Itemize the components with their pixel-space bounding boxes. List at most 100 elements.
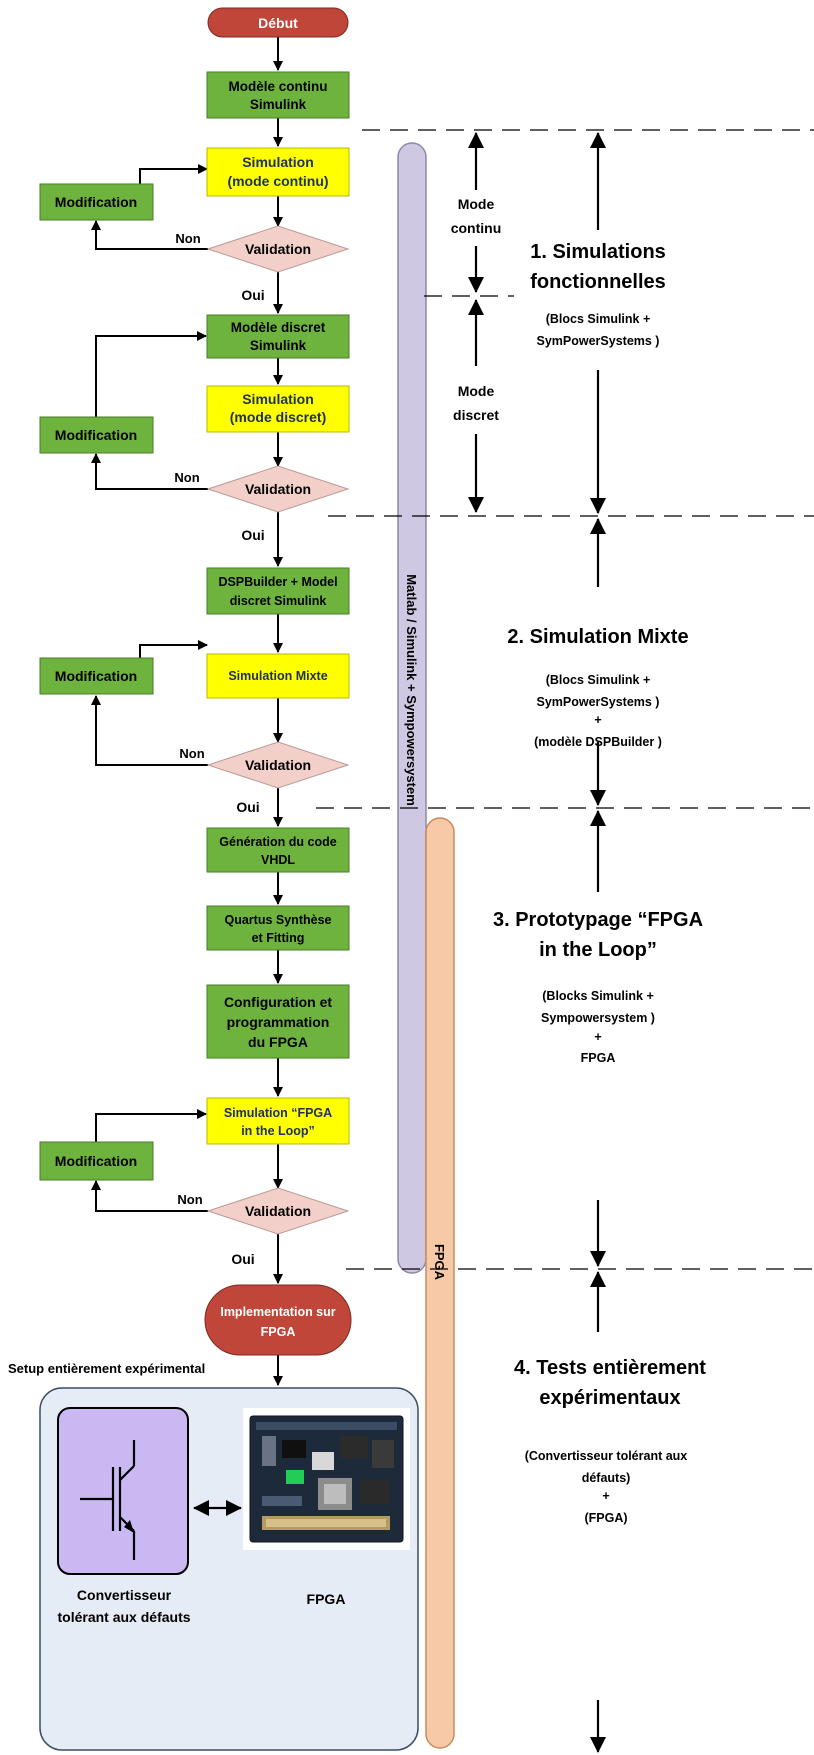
mode-continu-line1: Mode (458, 196, 495, 212)
dspbuilder-model-box (206, 567, 350, 615)
matlab-bar-label: Matlab / Simulink + Sympowersystem (404, 574, 419, 806)
flow-connectors (91, 37, 283, 1386)
validation-label-3: Validation (245, 757, 311, 773)
no-label-3: Non (179, 746, 204, 761)
modification-box-2 (39, 416, 154, 454)
sim-fil-box (206, 1097, 350, 1145)
quartus-line2: et Fitting (252, 931, 305, 945)
sim-discrete-line1: Simulation (242, 391, 314, 407)
yes-label-2: Oui (241, 527, 264, 543)
fpga-config-line2: programmation (227, 1014, 330, 1030)
phase-arrows (468, 132, 606, 1753)
vhdl-line2: VHDL (261, 853, 295, 867)
dspbuilder-model-line1: DSPBuilder + Model (218, 575, 337, 589)
sim-continuous-line1: Simulation (242, 154, 314, 170)
phase4-sub-line1: (Convertisseur tolérant aux (525, 1449, 688, 1463)
validation-diamond-3 (206, 741, 350, 789)
phase-separators (316, 129, 814, 1270)
validation-label-2: Validation (245, 481, 311, 497)
sim-mixed-box (206, 653, 350, 699)
validation-label-4: Validation (245, 1203, 311, 1219)
fpga-label: FPGA (307, 1591, 346, 1607)
quartus-box (206, 905, 350, 951)
no-label-1: Non (175, 231, 200, 246)
dspbuilder-model-line2: discret Simulink (230, 594, 327, 608)
phase1-sub-line1: (Blocs Simulink + (546, 312, 651, 326)
sim-continuous-line2: (mode continu) (227, 173, 328, 189)
implementation-terminal (204, 1284, 352, 1356)
vhdl-line1: Génération du code (219, 835, 336, 849)
start-label: Début (258, 15, 298, 31)
sim-fil-line1: Simulation “FPGA (224, 1106, 332, 1120)
modification-label-1: Modification (55, 194, 137, 210)
model-discrete-line1: Modèle discret (231, 320, 326, 335)
igbt-icon (80, 1440, 136, 1560)
modification-box-1 (39, 183, 154, 221)
validation-diamond-4 (206, 1187, 350, 1235)
sim-discrete-line2: (mode discret) (230, 409, 326, 425)
implementation-line2: FPGA (261, 1325, 296, 1339)
phase3-title-line2: in the Loop” (539, 939, 657, 961)
sim-mixed-label: Simulation Mixte (228, 669, 327, 683)
fpga-config-line1: Configuration et (224, 994, 332, 1010)
phase3-sub-line1: (Blocks Simulink + (542, 989, 654, 1003)
phase4-sub-line4: (FPGA) (584, 1511, 627, 1525)
model-discrete-line2: Simulink (250, 338, 307, 353)
model-continuous-line2: Simulink (250, 97, 307, 112)
phase2-title: 2. Simulation Mixte (507, 626, 688, 648)
fpga-config-line3: du FPGA (248, 1034, 308, 1050)
sim-continuous-box (206, 147, 350, 197)
validation-label-1: Validation (245, 241, 311, 257)
mode-continu-line2: continu (451, 220, 502, 236)
yes-label-1: Oui (241, 287, 264, 303)
phase3-sub-line4: FPGA (581, 1051, 616, 1065)
phase1-sub-line2: SymPowerSystems ) (537, 334, 660, 348)
phase3-sub-line3: + (594, 1030, 601, 1044)
mode-discret-line1: Mode (458, 383, 495, 399)
phase4-title-line1: 4. Tests entièrement (514, 1357, 706, 1379)
no-label-4: Non (177, 1192, 202, 1207)
mode-discret-line2: discret (453, 407, 499, 423)
yes-label-4: Oui (231, 1251, 254, 1267)
fpga-bar (425, 817, 455, 1749)
setup-caption: Setup entièrement expérimental (8, 1361, 205, 1376)
quartus-line1: Quartus Synthèse (225, 913, 332, 927)
model-continuous-box (206, 71, 350, 119)
modification-box-3 (39, 657, 154, 695)
converter-box (57, 1407, 189, 1575)
phase1-title-line2: fonctionnelles (530, 271, 666, 293)
converter-label-line2: tolérant aux défauts (57, 1609, 190, 1625)
modification-box-4 (39, 1141, 154, 1181)
igbt-emitter-arrow-icon (124, 1520, 134, 1533)
yes-label-3: Oui (236, 799, 259, 815)
phase2-sub-line1: (Blocs Simulink + (546, 673, 651, 687)
phase2-sub-line3: + (594, 713, 601, 727)
phase4-title-line2: expérimentaux (539, 1387, 680, 1409)
vhdl-box (206, 827, 350, 873)
phase2-sub-line4: (modèle DSPBuilder ) (534, 735, 662, 749)
modification-label-3: Modification (55, 668, 137, 684)
model-continuous-line1: Modèle continu (229, 79, 328, 94)
validation-diamond-2 (206, 465, 350, 513)
phase3-title-line1: 3. Prototypage “FPGA (493, 909, 703, 931)
no-label-2: Non (174, 470, 199, 485)
sim-discrete-box (206, 385, 350, 433)
converter-label-line1: Convertisseur (77, 1587, 172, 1603)
fpga-board-image (243, 1408, 410, 1550)
modification-label-2: Modification (55, 427, 137, 443)
fpga-bar-label: FPGA (432, 1244, 447, 1281)
phase2-sub-line2: SymPowerSystems ) (537, 695, 660, 709)
model-discrete-box (206, 314, 350, 359)
phase4-sub-line3: + (602, 1489, 609, 1503)
sim-fil-line2: in the Loop” (241, 1124, 315, 1138)
phase1-title-line1: 1. Simulations (530, 241, 666, 263)
fpga-config-box (206, 984, 350, 1059)
phase4-sub-line2: défauts) (582, 1471, 631, 1485)
validation-diamond-1 (206, 225, 350, 273)
phase3-sub-line2: Sympowersystem ) (541, 1011, 655, 1025)
matlab-bar (397, 142, 427, 1274)
start-terminal (207, 7, 349, 38)
implementation-line1: Implementation sur (220, 1305, 335, 1319)
modification-label-4: Modification (55, 1153, 137, 1169)
